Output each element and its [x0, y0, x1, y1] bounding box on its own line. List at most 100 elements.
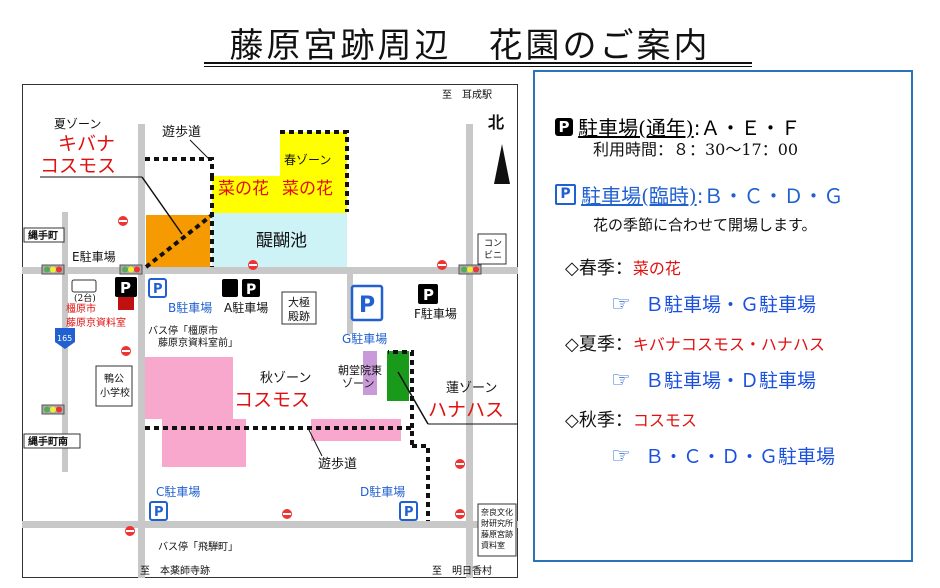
path-north-west: [145, 157, 214, 176]
seasonal-note: 花の季節に合わせて開場します。: [593, 216, 817, 234]
road-sign-6: [282, 509, 292, 519]
spring-label: ◇春季：: [565, 258, 633, 279]
ruins-box: [281, 291, 317, 325]
summer-label: ◇夏季：: [565, 334, 633, 355]
parking-b-label: B駐車場: [168, 300, 212, 315]
year-round-parking-lots: :Ａ・Ｅ・Ｆ: [693, 116, 801, 140]
road-sign-7: [455, 509, 465, 519]
autumn-row: ◇秋季：コスモス: [565, 406, 697, 432]
summer-lots-row: ☞ Ｂ駐車場・Ｄ駐車場: [611, 366, 816, 393]
parking-a-label: A駐車場: [224, 300, 268, 315]
parking-temporary-icon: P: [555, 184, 576, 205]
temporary-parking-lots: :Ｂ・Ｃ・Ｄ・Ｇ: [696, 184, 844, 208]
bus-stop-1-line-2: 藤原京資料室前」: [158, 336, 238, 349]
south-east-destination: 至 明日香村: [432, 564, 492, 577]
bus-icon: [71, 279, 97, 293]
institute-line-1: 奈良文化: [481, 507, 513, 517]
convenience-store-box: [477, 233, 507, 265]
parking-b-mark: [148, 278, 167, 298]
spring-flower-b: 菜の花: [282, 179, 333, 199]
parking-f-mark: [418, 284, 438, 304]
traffic-lights: [41, 264, 482, 415]
map-frame: [22, 84, 518, 578]
parking-a-mark: [242, 279, 260, 297]
parking-d-glyph: P: [404, 505, 414, 520]
traffic-light-3: [458, 264, 482, 275]
institute-box: [477, 503, 517, 557]
road-east-west-south: [22, 521, 518, 528]
institute-line-2: 財研究所: [481, 518, 513, 528]
convenience-line-2: ビニ: [484, 250, 502, 261]
autumn-lots-row: ☞Ｂ・Ｃ・Ｄ・Ｇ駐車場: [611, 442, 835, 469]
autumn-zone-area-1: [145, 357, 233, 419]
autumn-label: ◇秋季：: [565, 410, 633, 431]
bus-count: (2台): [74, 292, 96, 304]
parking-e-glyph: P: [120, 279, 131, 297]
summer-flower-line-2: コスモス: [40, 155, 116, 177]
parking-a-glyph: P: [246, 282, 256, 298]
road-sign-5: [455, 459, 465, 469]
page-title: 藤原宮跡周辺 花園のご案内: [229, 26, 711, 66]
bus-stop-1-line-1: バス停「橿原市: [148, 324, 218, 337]
summer-lots: Ｂ駐車場・Ｄ駐車場: [645, 370, 817, 392]
bus-stop-2-label: バス停「飛騨町」: [158, 540, 238, 553]
road-sign-3: [437, 260, 447, 270]
temporary-parking-row: P 駐車場(臨時):Ｂ・Ｃ・Ｄ・Ｇ: [555, 180, 843, 209]
path-east: [388, 350, 414, 428]
pointing-hand-icon: ☞: [611, 368, 631, 393]
flower-garden-map: 北 至 耳成駅 至 本薬師寺跡 至 明日香村 夏ゾーン キバナ コスモス 遊歩道…: [22, 84, 518, 578]
traffic-light-4: [41, 404, 65, 415]
spring-zone-area-south: [212, 176, 347, 213]
parking-c-label: C駐車場: [156, 484, 200, 499]
parking-g-glyph: P: [359, 293, 375, 318]
parking-c-glyph: P: [154, 505, 164, 520]
traffic-light-1: [41, 264, 65, 275]
path-top-label: 遊歩道: [162, 125, 201, 140]
nawate-box: [23, 227, 65, 243]
lotus-flower-label: ハナハス: [428, 399, 504, 421]
school-box: [95, 365, 133, 407]
road-north-south-west: [138, 124, 145, 578]
road-signs: [118, 216, 465, 536]
road-sign-4: [121, 346, 131, 356]
route-165-shield: 165: [55, 328, 75, 349]
autumn-flower-label: コスモス: [234, 389, 310, 411]
path-south: [145, 426, 414, 446]
path-bottom-label: 遊歩道: [318, 457, 357, 472]
temporary-parking-label: 駐車場(臨時): [581, 184, 697, 208]
summer-flower-line-1: キバナ: [58, 133, 115, 155]
parking-g-label: G駐車場: [342, 331, 387, 346]
road-sign-2: [248, 260, 258, 270]
spring-flower-a: 菜の花: [218, 179, 269, 199]
nawate-south-label: 縄手町南: [28, 435, 68, 448]
institute-line-3: 藤原宮跡: [481, 529, 513, 539]
path-spring-north: [280, 130, 349, 212]
spring-lots-row: ☞Ｂ駐車場・Ｇ駐車場: [611, 290, 816, 317]
pond-area: [212, 213, 347, 267]
parking-c-mark: [149, 501, 168, 521]
north-destination: 至 耳成駅: [442, 89, 492, 101]
title-underline-second: [204, 66, 752, 67]
parking-f-label: F駐車場: [414, 306, 457, 321]
title-underline: [204, 62, 752, 64]
parking-b-glyph: P: [153, 282, 163, 297]
road-north-south-east: [466, 124, 473, 578]
parking-e-label: E駐車場: [72, 249, 116, 264]
road-sign-8: [125, 526, 135, 536]
compass-label: 北: [488, 113, 504, 132]
asagi-line-1: 朝堂院東: [338, 363, 382, 377]
parking-d-mark: [399, 501, 418, 521]
path-south-east: [412, 444, 430, 521]
convenience-line-1: コン: [484, 239, 502, 249]
parking-e-mark: [115, 277, 137, 297]
school-line-2: 小学校: [100, 386, 130, 399]
pointing-hand-icon: ☞: [611, 292, 631, 317]
ruins-line-2: 殿跡: [288, 309, 310, 323]
parking-g-mark: [350, 284, 384, 322]
toilet-mark: [222, 279, 238, 297]
parking-info-panel: P 駐車場(通年):Ａ・Ｅ・Ｆ 利用時間：８：30～17：00 P 駐車場(臨時…: [533, 70, 913, 562]
lotus-zone-label: 蓮ゾーン: [446, 381, 497, 396]
autumn-lots: Ｂ・Ｃ・Ｄ・Ｇ駐車場: [645, 446, 836, 468]
ruins-line-1: 大極: [288, 295, 310, 309]
road-east-west-main: [22, 267, 518, 274]
